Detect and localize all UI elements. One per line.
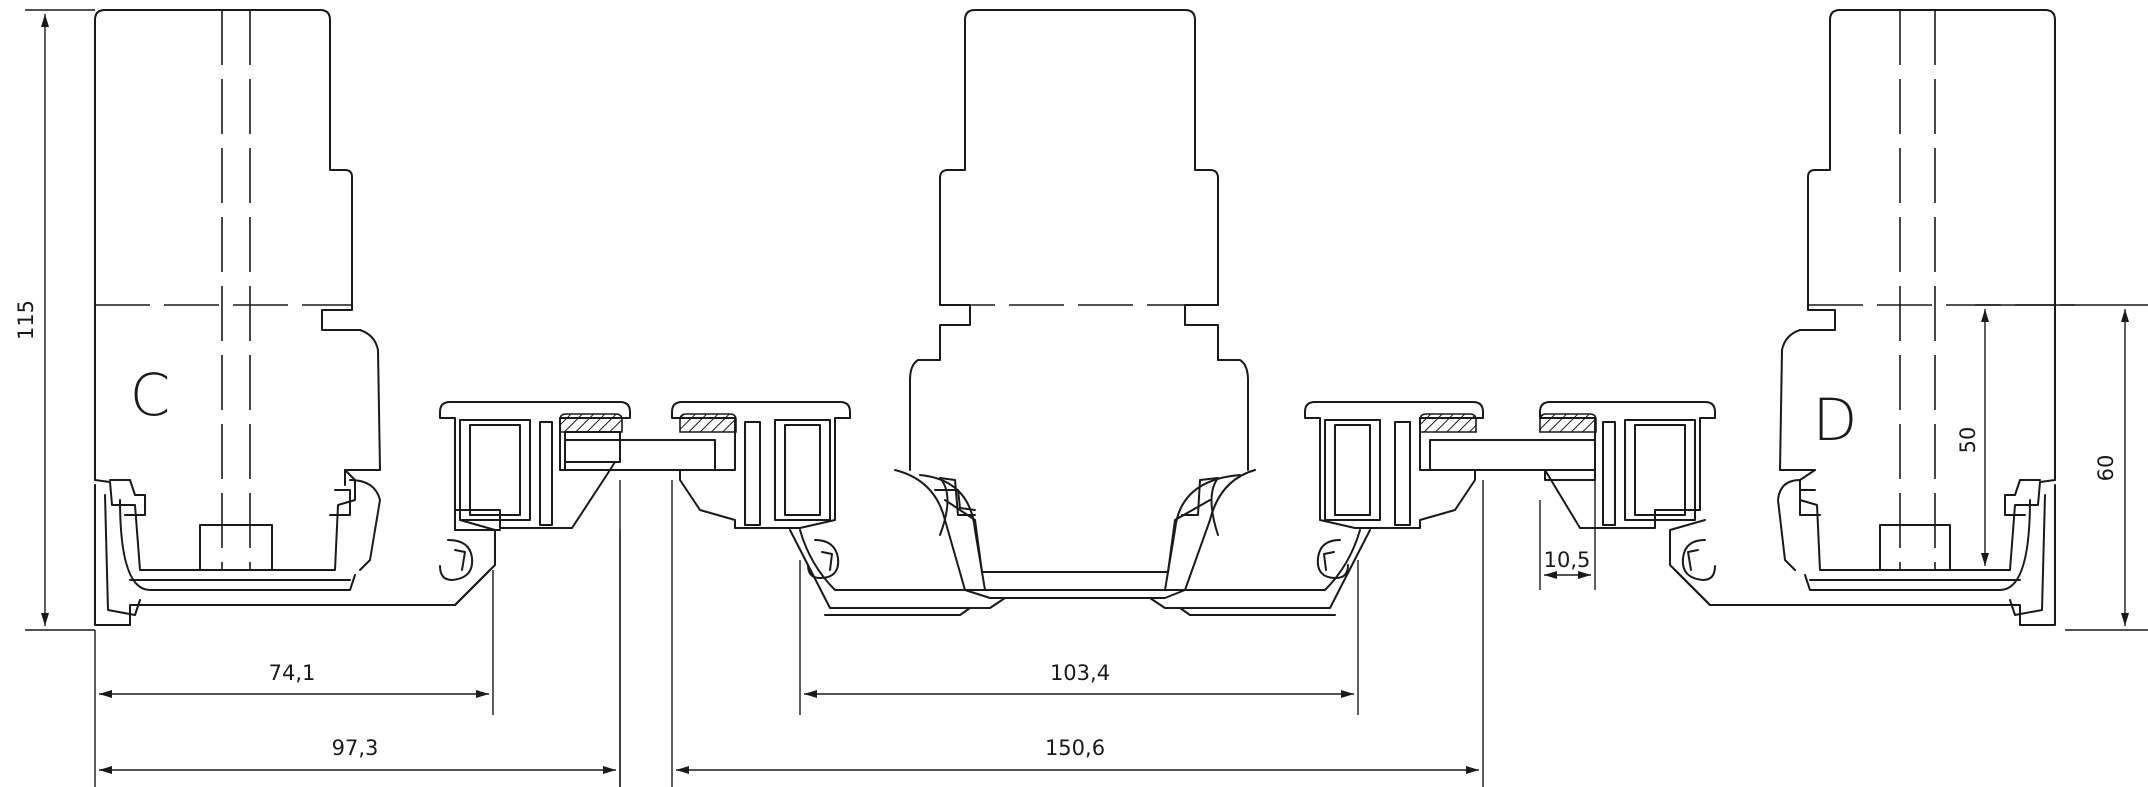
center-right-insert	[1304, 401, 1484, 787]
dim-gasket-width: 10,5	[1539, 480, 1596, 590]
right-insert	[1539, 401, 1716, 529]
dim-center-outer-label: 150,6	[1045, 736, 1105, 760]
dim-center-outer: 150,6	[676, 736, 1479, 774]
profile-label-c: C	[130, 361, 171, 429]
dim-left-inner: 74,1	[94, 570, 494, 787]
dim-gasket-width-label: 10,5	[1544, 548, 1591, 572]
dim-right-inner-height: 50	[1956, 304, 2075, 566]
dim-left-outer: 97,3	[99, 530, 621, 787]
right-sash-profile	[1669, 9, 2056, 626]
left-insert	[439, 401, 631, 531]
dim-right-outer-height-label: 60	[2094, 455, 2118, 482]
right-connector-bar	[1429, 439, 1596, 471]
dim-height-total-label: 115	[14, 300, 38, 340]
dim-left-outer-label: 97,3	[332, 736, 379, 760]
center-left-insert	[671, 401, 851, 787]
left-connector-bar	[564, 439, 716, 787]
dim-right-inner-height-label: 50	[1956, 427, 1980, 454]
left-sash-profile	[94, 9, 496, 626]
dim-left-inner-label: 74,1	[269, 661, 316, 685]
dim-height-total: 115	[14, 9, 95, 631]
dim-right-outer-height: 60	[2060, 304, 2148, 631]
dim-center-inner-label: 103,4	[1050, 661, 1110, 685]
profile-label-d: D	[1813, 386, 1858, 454]
dim-center-inner: 103,4	[799, 560, 1359, 715]
center-sash-profile	[789, 9, 1371, 616]
